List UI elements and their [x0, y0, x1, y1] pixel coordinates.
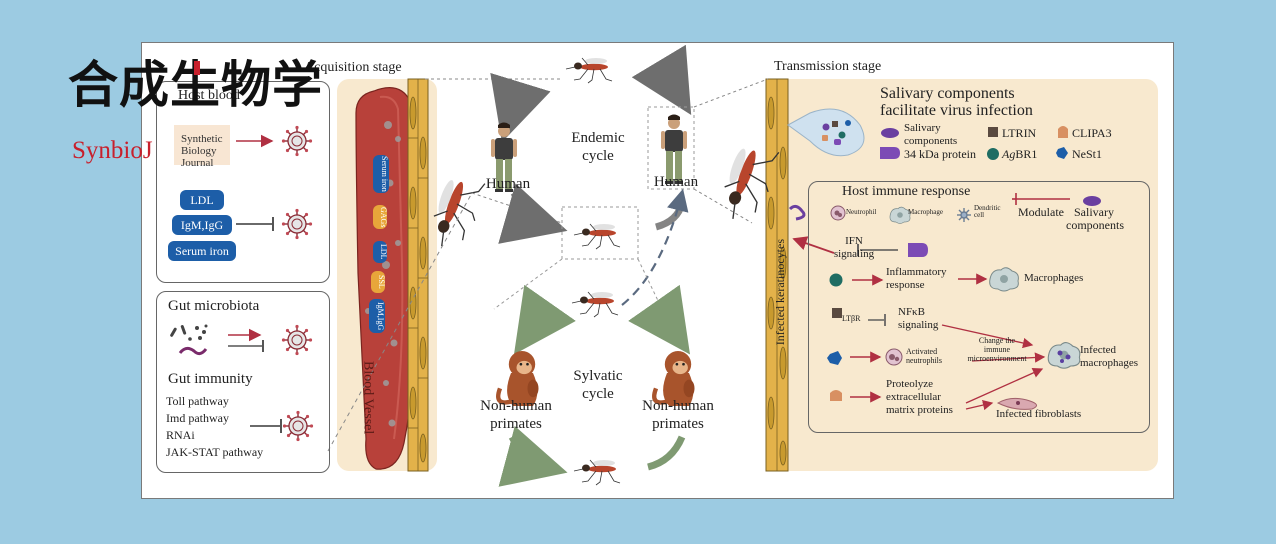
vessel-label-ssl: SSL [371, 271, 386, 293]
legend-clipa3: CLIPA3 [1072, 126, 1112, 140]
vessel-label-igm-igg: IgM,IgG [369, 299, 385, 333]
inflammatory-2: response [886, 279, 925, 291]
nhp-label-right-1: Non-human [642, 398, 714, 414]
legend-ltrin: LTRIN [1002, 126, 1037, 140]
watermark-small-2: Biology [181, 145, 217, 157]
ltbr-label: LTβR [842, 314, 861, 323]
pathway-imd: Imd pathway [166, 411, 229, 425]
nhp-label-right-2: primates [652, 416, 704, 432]
inflammatory-1: Inflammatory [886, 266, 947, 278]
nhp-label-left-2: primates [490, 416, 542, 432]
sylvatic-cycle-label-1: Sylvatic [573, 368, 623, 384]
vessel-label-gags: GAGs [373, 205, 388, 229]
human-label-left: Human [485, 176, 531, 192]
host-blood-title: Host blood [178, 88, 240, 103]
proteolyze-3: matrix proteins [886, 404, 953, 416]
infected-macrophages-1: Infected [1080, 344, 1117, 356]
host-blood-panel [156, 81, 330, 283]
change-2: immune [983, 345, 1011, 354]
salivary-components-1: Salivary [1074, 205, 1114, 219]
infected-fibroblasts: Infected fibroblasts [996, 408, 1082, 420]
transmission-band [768, 79, 1158, 471]
legend-salivary-components-2: components [904, 135, 958, 147]
pathway-jak-stat: JAK-STAT pathway [166, 445, 264, 459]
ifn-2: signaling [833, 248, 875, 260]
host-immune-panel [808, 181, 1150, 433]
proteolyze-2: extracellular [886, 391, 941, 403]
nfkb-2: signaling [898, 319, 939, 331]
legend-nest1: NeSt1 [1072, 147, 1102, 161]
nfkb-1: NFκB [898, 306, 925, 318]
macrophages-label: Macrophages [1024, 272, 1084, 284]
human-label-right: Human [653, 174, 699, 190]
sylvatic-cycle-label-2: cycle [582, 386, 614, 402]
watermark-logo-accent [194, 61, 200, 75]
legend-34kda: 34 kDa protein [904, 147, 976, 161]
cell-neutrophil: Neutrophil [846, 208, 877, 216]
pill-igm-igg: IgM,IgG [172, 215, 232, 235]
watermark-logo-en: SynbioJ [72, 137, 153, 164]
endemic-cycle-label-2: cycle [582, 148, 614, 164]
change-1: Change the [978, 336, 1016, 345]
change-3: microenvironment [967, 354, 1027, 363]
cell-macrophage: Macrophage [908, 208, 943, 216]
salivary-title-1: Salivary components [880, 85, 1015, 102]
host-immune-title: Host immune response [842, 184, 971, 199]
transmission-stage-title: Transmission stage [774, 59, 882, 74]
nhp-label-left-1: Non-human [480, 398, 552, 414]
keratinocytes-label: Infected keratinocytes [773, 239, 787, 346]
diagram-graphics [170, 44, 1158, 487]
ifn-1: IFN [845, 235, 863, 247]
pill-ldl: LDL [180, 190, 224, 210]
vessel-label-serum-iron: Serum iron [373, 155, 389, 193]
vessel-label-ldl: LDL [373, 241, 388, 263]
legend-agbr1: AgBR1 [1002, 147, 1038, 161]
endemic-cycle-label-1: Endemic [571, 130, 625, 146]
modulate-label: Modulate [1018, 205, 1064, 219]
watermark-small-3: Journal [181, 157, 214, 169]
salivary-title-2: facilitate virus infection [880, 102, 1033, 119]
bacteria-icon [170, 324, 208, 341]
salivary-components-2: components [1066, 218, 1124, 232]
watermark-small-1: Synthetic [181, 133, 223, 145]
pathway-toll: Toll pathway [166, 394, 229, 408]
pathway-rnai: RNAi [166, 428, 195, 442]
pill-serum-iron: Serum iron [168, 241, 236, 261]
acquisition-stage-title: Acquisition stage [304, 60, 402, 75]
activated-1: Activated [906, 347, 938, 356]
proteolyze-1: Proteolyze [886, 378, 934, 390]
activated-2: neutrophils [906, 356, 942, 365]
gut-immunity-title: Gut immunity [168, 371, 253, 387]
figure-canvas: Host blood LDL IgM,IgG Serum iron Gut mi… [141, 42, 1174, 499]
infected-macrophages-2: macrophages [1080, 357, 1139, 369]
gut-microbiota-title: Gut microbiota [168, 298, 260, 314]
legend-salivary-components-1: Salivary [904, 122, 941, 134]
blood-vessel-label: Blood Vessel [360, 361, 376, 435]
gut-panel [156, 291, 330, 473]
cell-dendritic: Dendritic cell [974, 204, 1001, 220]
